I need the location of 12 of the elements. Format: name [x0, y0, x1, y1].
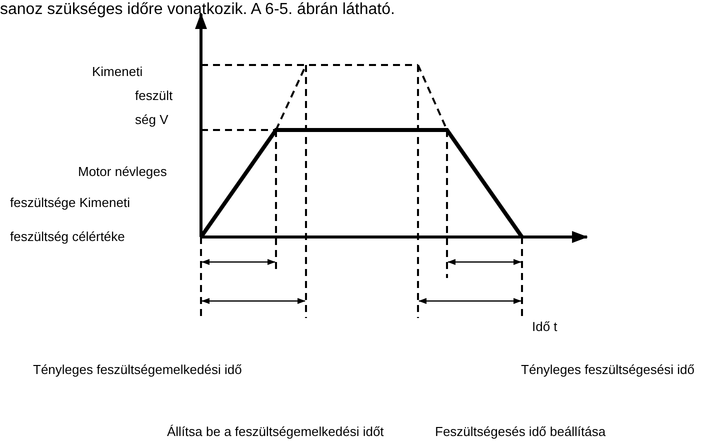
axis-label: Motor névleges: [78, 164, 167, 180]
axis-label: feszültség célértéke: [10, 229, 125, 245]
time-label: Tényleges feszültségemelkedési idő: [33, 362, 242, 378]
axis-label: feszült: [135, 88, 173, 104]
axis-label: ség V: [135, 112, 168, 128]
time-label: Feszültségesés idő beállítása: [435, 424, 606, 440]
time-label: Állítsa be a feszültségemelkedési időt: [167, 424, 384, 440]
axis-label: Idő t: [532, 319, 558, 335]
time-label: Tényleges feszültségesési idő: [521, 362, 694, 378]
axis-label: feszültsége Kimeneti: [10, 195, 130, 211]
axis-label: Kimeneti: [92, 64, 143, 80]
body-text: sanoz szükséges időre vonatkozik. A 6-5. ábrán látható.: [0, 0, 395, 20]
